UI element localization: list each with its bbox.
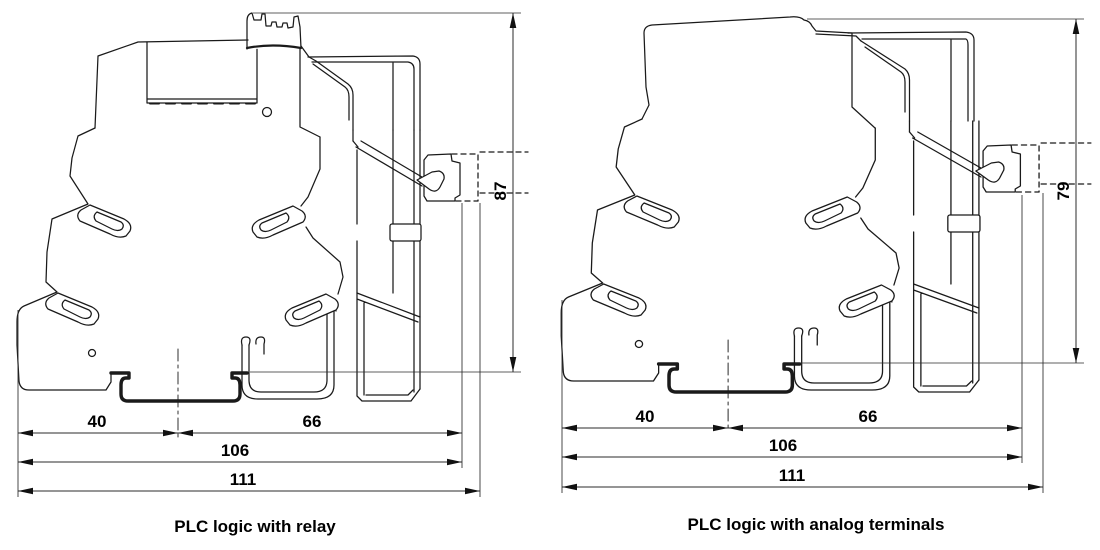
panel-top-outline [300,45,421,131]
caption-analog: PLC logic with analog terminals [687,515,945,534]
panel-shoulder [308,56,394,131]
dim-label-111: 111 [779,466,806,485]
dim-label-106: 106 [221,441,249,460]
relay-lower-body [15,126,530,440]
panel-top-outline [847,31,975,122]
figure-plc-relay: 40 66 106 111 87 [15,12,530,497]
dim-label-106: 106 [769,436,797,455]
arrowheads [562,19,1080,491]
relay-socket-frame [146,41,258,104]
test-hole [261,106,273,118]
arrowheads [18,13,517,495]
analog-lower-body [559,117,1093,431]
dim-label-111: 111 [230,470,257,489]
dim-label-66: 66 [303,412,322,431]
relay-clip [246,12,302,50]
dim-label-66: 66 [859,407,878,426]
dim-label-87: 87 [491,182,510,201]
figure-plc-analog: 40 66 106 111 79 [559,16,1093,493]
panel-link [815,33,862,42]
caption-relay: PLC logic with relay [174,517,336,536]
relay-dimensions: 40 66 106 111 87 [17,12,521,497]
housing-dome [641,16,876,129]
housing-top-edge [94,39,321,138]
dim-label-79: 79 [1054,182,1073,201]
analog-top-section [641,16,975,129]
relay-top-section [94,12,421,138]
analog-dimensions: 40 66 106 111 79 [561,18,1084,493]
dim-label-40: 40 [88,412,107,431]
dim-label-40: 40 [636,407,655,426]
extension-lines [17,12,521,497]
extension-lines [561,18,1084,493]
panel-shoulder [860,39,952,122]
relay-clip-base [245,44,303,50]
